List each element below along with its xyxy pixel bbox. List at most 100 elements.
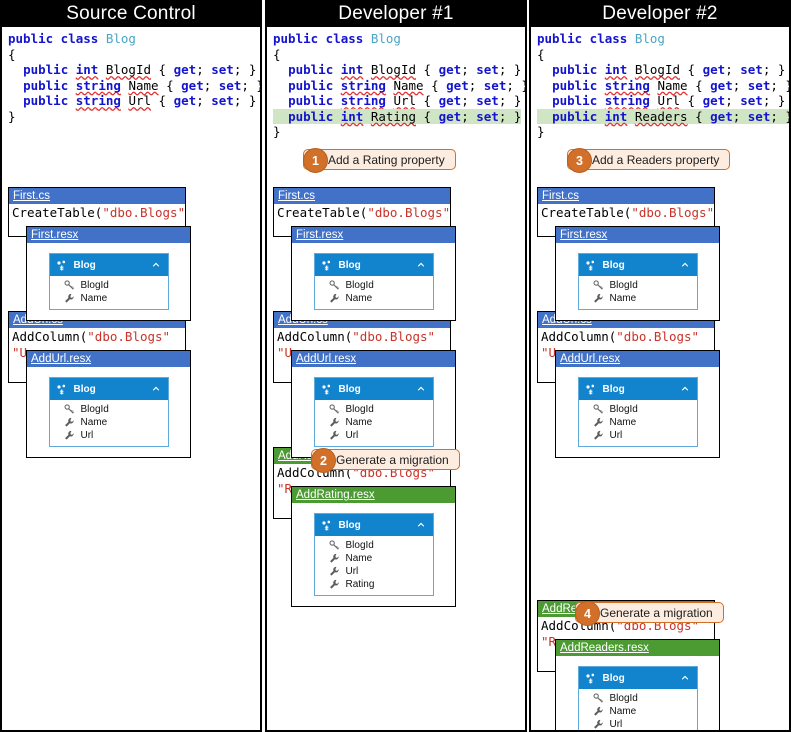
code-string-arg2: "U: [12, 345, 28, 360]
migration-cs-code-line: AddColumn("dbo.Blogs": [277, 329, 450, 345]
chevron-up-icon: [416, 260, 427, 271]
migration-resx-filename-text: First.resx: [296, 229, 344, 241]
code-line: public string Url { get; set; }: [273, 93, 521, 109]
chevron-up-icon: [416, 520, 427, 531]
table-column-row: BlogId: [315, 403, 433, 416]
migration-resx-filename[interactable]: First.resx: [292, 227, 455, 243]
code-string-arg2: "U: [277, 345, 293, 360]
code-property-name: Name: [657, 77, 688, 93]
callout-bubble: Generate a migration: [311, 449, 460, 470]
migration-resx-filename[interactable]: AddUrl.resx: [556, 351, 719, 367]
wrench-icon: [593, 719, 604, 730]
table-widget-header: Blog: [49, 254, 168, 276]
table-column-row: Name: [315, 416, 433, 429]
code-property-name: BlogId: [634, 62, 681, 77]
code-call: CreateTable(: [541, 205, 632, 220]
migration-cs-filename-text: First.cs: [278, 190, 316, 202]
code-modifier: public: [23, 93, 76, 108]
migration-resx-filename-text: AddUrl.resx: [31, 353, 92, 365]
key-icon: [328, 404, 340, 415]
table-widget-header: Blog: [314, 514, 433, 536]
code-line: public int BlogId { get; set; }: [273, 62, 521, 78]
table-name: Blog: [73, 259, 96, 271]
table-column-label: Name: [609, 293, 637, 304]
table-column-label: Name: [345, 417, 373, 428]
code-line: public class Blog: [537, 31, 785, 47]
migration-resx-filename[interactable]: AddUrl.resx: [27, 351, 190, 367]
table-column-row: BlogId: [579, 692, 697, 705]
table-name: Blog: [602, 259, 625, 271]
table-icon: [585, 673, 596, 684]
code-line-highlight: public int Rating { get; set; }: [273, 108, 522, 124]
migration-resx-filename[interactable]: First.resx: [27, 227, 190, 243]
table-name: Blog: [338, 383, 361, 395]
column-body: public class Blog{ public int BlogId { g…: [0, 27, 262, 732]
code-accessors: { get; set; }: [166, 77, 262, 93]
table-column-row: Name: [315, 292, 433, 305]
key-icon: [592, 404, 604, 415]
migration-cs-filename[interactable]: First.cs: [274, 188, 450, 204]
code-call: AddColumn(: [541, 329, 617, 344]
migration-cs-code: AddColumn("dbo.Blogs""U: [274, 328, 450, 363]
code-type-name: Blog: [105, 31, 136, 46]
migration-resx-filename[interactable]: First.resx: [556, 227, 719, 243]
table-widget-header: Blog: [578, 667, 697, 689]
migration-resx-filename-text: AddReaders.resx: [560, 642, 649, 654]
wrench-icon: [64, 293, 75, 304]
migration-cs-code-line: "U: [12, 345, 185, 361]
table-icon: [321, 520, 332, 531]
table-column-row: Rating: [315, 578, 433, 591]
code-accessors: { get; set; }: [687, 62, 786, 77]
migration-cs-filename[interactable]: First.cs: [538, 188, 714, 204]
table-column-label: Name: [80, 293, 108, 304]
code-type-name: Blog: [370, 31, 401, 46]
migration-cs-code: CreateTable("dbo.Blogs": [9, 204, 185, 223]
table-column-label: Url: [345, 430, 359, 441]
code-string-arg: "dbo.Blogs": [87, 329, 171, 344]
code-string-arg: "dbo.Blogs": [102, 205, 186, 220]
code-property-name: Url: [657, 93, 681, 108]
table-column-row: BlogId: [315, 539, 433, 552]
migration-cs-filename[interactable]: First.cs: [9, 188, 185, 204]
table-widget-header: Blog: [49, 378, 168, 400]
migration-resx-filename[interactable]: AddReaders.resx: [556, 640, 719, 656]
migration-resx-filename[interactable]: AddUrl.resx: [292, 351, 455, 367]
class-code-block: public class Blog{ public int BlogId { g…: [8, 31, 260, 124]
table-column-list: BlogIdNameUrlReaders: [578, 689, 697, 730]
callout-number: 1: [303, 148, 328, 173]
code-string-arg2: "R: [277, 481, 293, 496]
code-line: {: [273, 46, 281, 62]
code-call: CreateTable(: [277, 205, 368, 220]
code-line-plain: public string Name { get; set; }: [273, 78, 525, 93]
table-icon: [56, 260, 67, 271]
code-type: string: [604, 77, 650, 93]
key-icon: [328, 280, 340, 291]
migration-resx-filename[interactable]: AddRating.resx: [292, 487, 455, 503]
table-widget-header: Blog: [578, 254, 697, 276]
table-widget: BlogBlogIdNameUrlReaders: [577, 666, 698, 730]
code-string-arg2: "U: [541, 345, 557, 360]
code-accessors: { get; set; }: [695, 77, 791, 93]
code-type: string: [340, 93, 386, 108]
code-property-name: BlogId: [370, 62, 417, 77]
migration-cs-code-line: "U: [277, 345, 450, 361]
table-column-row: Name: [579, 705, 697, 718]
table-column-label: Url: [345, 566, 359, 577]
migration-cs-code-line: CreateTable("dbo.Blogs": [12, 205, 185, 221]
code-modifier: public: [23, 77, 76, 93]
table-column-label: BlogId: [80, 280, 109, 291]
wrench-icon: [64, 430, 75, 441]
chevron-up-icon: [680, 673, 691, 684]
code-modifier: public: [288, 108, 341, 124]
wrench-icon: [329, 553, 340, 564]
code-type: string: [604, 93, 650, 108]
code-type: int: [75, 62, 99, 77]
table-column-row: BlogId: [579, 279, 697, 292]
